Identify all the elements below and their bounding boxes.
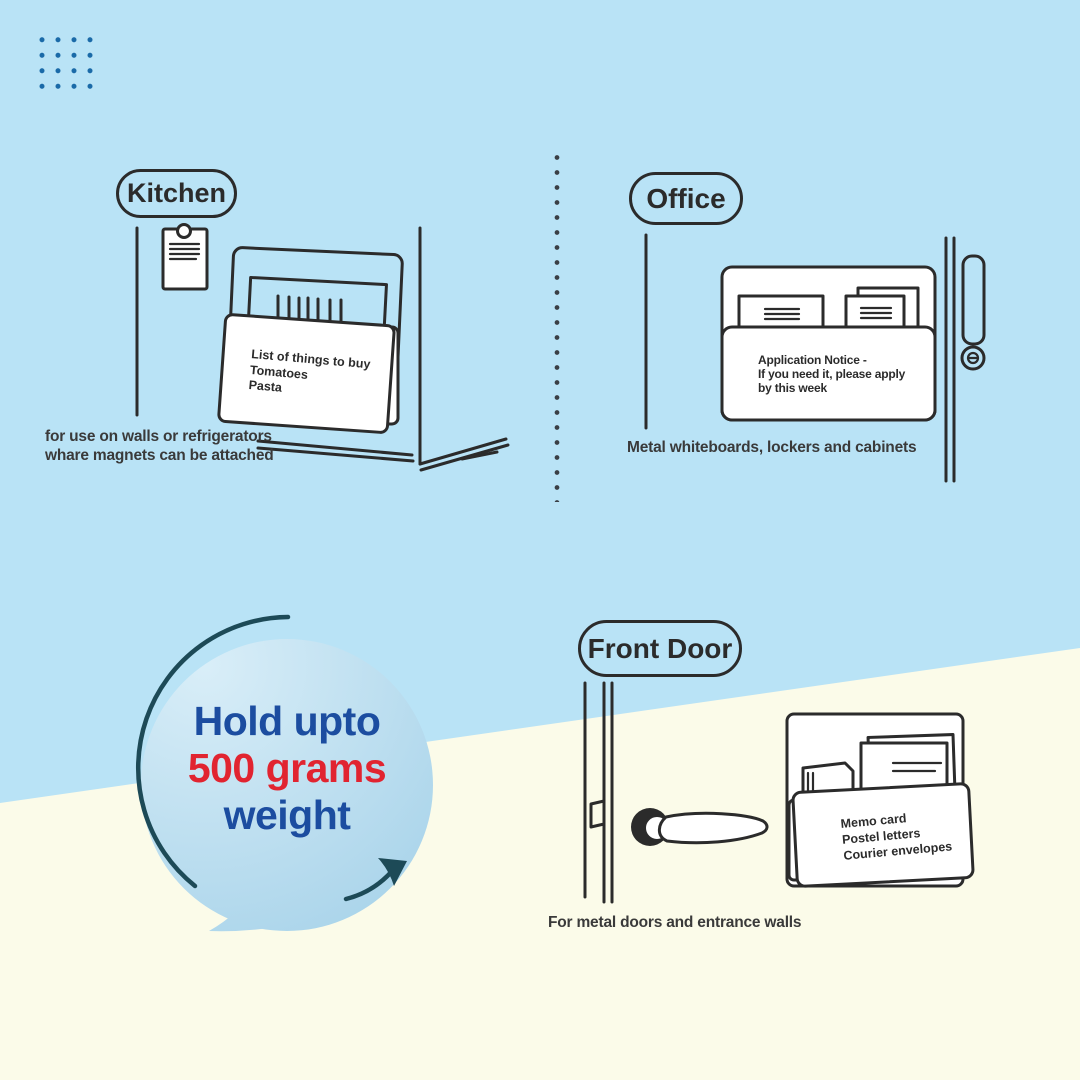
door-pocket-papers	[801, 733, 957, 799]
weight-badge-bubble	[136, 614, 433, 932]
strike-plate	[589, 799, 606, 829]
note-line: Application Notice -	[758, 353, 867, 367]
door-magnetic-pocket	[791, 782, 975, 888]
arrow-head-icon	[378, 858, 407, 886]
badge-line-2: 500 grams	[187, 745, 387, 791]
locker-door-edge	[944, 236, 986, 483]
note-line: by this week	[758, 381, 827, 395]
office-note-text: Application Notice - If you need it, ple…	[758, 353, 905, 395]
decorative-dot-grid	[34, 32, 98, 94]
office-label-pill: Office	[629, 172, 743, 225]
kitchen-illustration	[135, 223, 510, 472]
caption-line: whare magnets can be attached	[45, 447, 274, 464]
office-illustration	[644, 233, 986, 483]
swoosh-arc	[136, 614, 291, 889]
office-magnetic-pocket	[720, 325, 937, 422]
badge-line-1: Hold upto	[193, 698, 381, 744]
kitchen-label: Kitchen	[126, 178, 226, 208]
dotted-divider	[554, 150, 560, 502]
front-door-illustration	[583, 681, 975, 904]
office-caption: Metal whiteboards, lockers and cabinets	[627, 439, 917, 456]
front-door-note-text: Memo card Postel letters Courier envelop…	[840, 806, 953, 863]
front-door-caption: For metal doors and entrance walls	[548, 914, 802, 931]
door-handle-icon	[631, 808, 769, 846]
kitchen-magnetic-pocket	[217, 313, 396, 434]
office-label: Office	[646, 182, 726, 214]
front-door-label-pill: Front Door	[578, 620, 742, 677]
magnet-note-icon	[161, 223, 209, 291]
fridge-bottom-edge	[256, 437, 510, 472]
note-line: If you need it, please apply	[758, 367, 906, 381]
kitchen-label-pill: Kitchen	[116, 169, 237, 218]
bubble-circle	[141, 639, 433, 931]
locker-handle	[961, 254, 986, 346]
kitchen-caption: for use on walls or refrigerators whare …	[45, 427, 274, 465]
badge-line-3: weight	[223, 792, 351, 838]
weight-badge-text: Hold upto 500 grams weight	[147, 698, 427, 839]
lock-icon	[960, 345, 986, 371]
front-door-label: Front Door	[587, 632, 733, 664]
caption-line: for use on walls or refrigerators	[45, 428, 272, 445]
